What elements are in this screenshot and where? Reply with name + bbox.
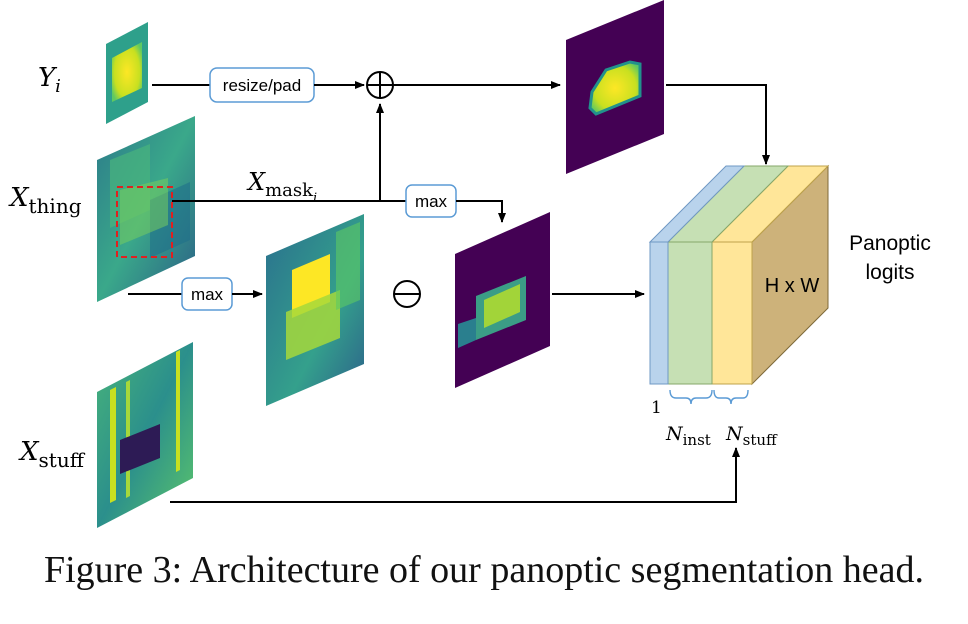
x-stuff-feature-map	[97, 342, 193, 528]
max-bottom-label: max	[191, 285, 224, 304]
dim-inst-label: Ninst	[665, 423, 711, 449]
label-x-stuff: Xstuff	[18, 437, 86, 472]
max-box-bottom: max	[181, 277, 233, 311]
max-top-label: max	[415, 192, 448, 211]
label-x-thing: Xthing	[8, 183, 82, 218]
panoptic-logits-block: H x W	[648, 164, 830, 386]
subtract-operator	[393, 280, 421, 308]
add-operator	[366, 71, 394, 99]
resize-pad-label: resize/pad	[223, 76, 301, 95]
masked-instance-map	[566, 0, 664, 174]
mask-region-box	[116, 186, 173, 258]
logits-title-line1: Panoptic	[849, 232, 931, 255]
dimension-braces	[669, 389, 749, 405]
dim-one-label: 1	[651, 398, 662, 418]
resize-pad-box: resize/pad	[209, 67, 315, 103]
max-box-top: max	[405, 184, 457, 218]
max-thing-map	[266, 214, 364, 406]
figure-caption: Figure 3: Architecture of our panoptic s…	[43, 549, 925, 591]
label-y-i: Yi	[38, 63, 61, 97]
dim-stuff-label: Nstuff	[725, 423, 778, 449]
logits-title-line2: logits	[865, 261, 914, 284]
label-x-mask: Xmaski	[246, 168, 317, 206]
logits-size-label: H x W	[765, 275, 820, 297]
subtracted-map	[455, 212, 550, 388]
x-thing-feature-map	[97, 116, 195, 302]
y-i-thumbnail	[106, 22, 148, 124]
